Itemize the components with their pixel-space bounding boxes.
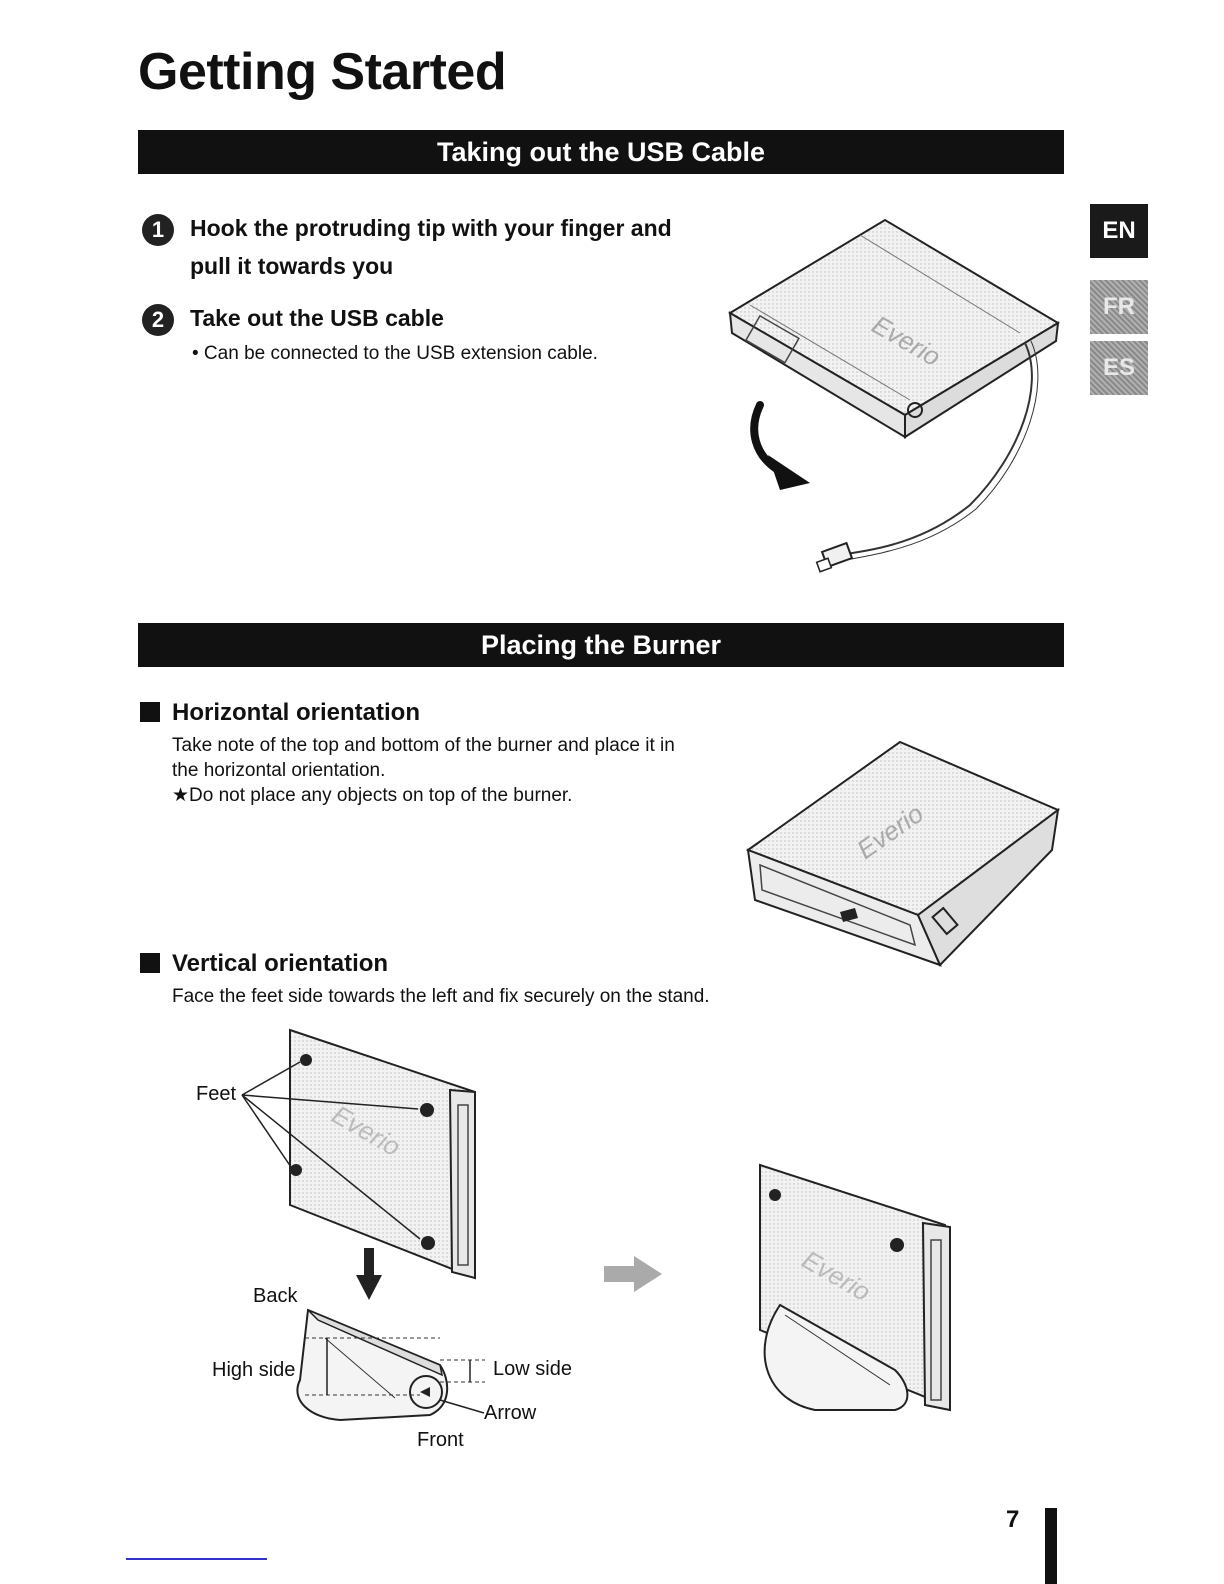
bullet-square-icon — [140, 953, 160, 973]
burner-usb-cable-illustration: Everio — [728, 218, 1060, 573]
step-1: Hook the protruding tip with your finger… — [190, 209, 672, 285]
label-low-side: Low side — [493, 1358, 572, 1380]
section-heading-usb-cable: Taking out the USB Cable — [138, 130, 1064, 174]
bullet-square-icon — [140, 702, 160, 722]
step-2-text: Take out the USB cable — [190, 305, 444, 331]
page-edge-bar — [1045, 1508, 1057, 1584]
label-feet: Feet — [196, 1083, 237, 1105]
label-back: Back — [253, 1285, 298, 1307]
step-1-text-line1: Hook the protruding tip with your finger… — [190, 215, 672, 241]
vertical-orientation-text: Face the feet side towards the left and … — [172, 986, 710, 1007]
horizontal-orientation-text: Take note of the top and bottom of the b… — [172, 733, 675, 808]
page-number: 7 — [1006, 1506, 1020, 1533]
burner-vertical-stand-illustration: Everio — [241, 1028, 485, 1422]
down-arrow-icon — [364, 1248, 374, 1278]
section-heading-placing-burner: Placing the Burner — [138, 623, 1064, 667]
step-1-text-line2: pull it towards you — [190, 253, 394, 279]
label-high-side: High side — [212, 1359, 296, 1381]
vertical-orientation-heading: Vertical orientation — [172, 950, 389, 977]
horizontal-text-line1: Take note of the top and bottom of the b… — [172, 735, 675, 756]
horizontal-orientation-heading: Horizontal orientation — [172, 699, 420, 726]
lang-tab-fr[interactable]: FR — [1090, 280, 1148, 334]
label-front: Front — [417, 1429, 464, 1451]
burner-on-stand-illustration: Everio — [759, 1163, 951, 1412]
horizontal-note: ★Do not place any objects on top of the … — [172, 785, 573, 806]
next-step-arrow-icon — [604, 1256, 662, 1292]
horizontal-text-line2: the horizontal orientation. — [172, 760, 386, 781]
step-1-number: 1 — [142, 214, 174, 246]
burner-horizontal-illustration: Everio — [745, 740, 1060, 967]
footnote-rule — [126, 1558, 267, 1560]
lang-tab-es[interactable]: ES — [1090, 341, 1148, 395]
label-arrow: Arrow — [484, 1402, 537, 1424]
step-2-number: 2 — [142, 304, 174, 336]
step-2-bullet: • Can be connected to the USB extension … — [192, 343, 598, 364]
lang-tab-en[interactable]: EN — [1090, 204, 1148, 258]
page-title: Getting Started — [138, 43, 507, 101]
